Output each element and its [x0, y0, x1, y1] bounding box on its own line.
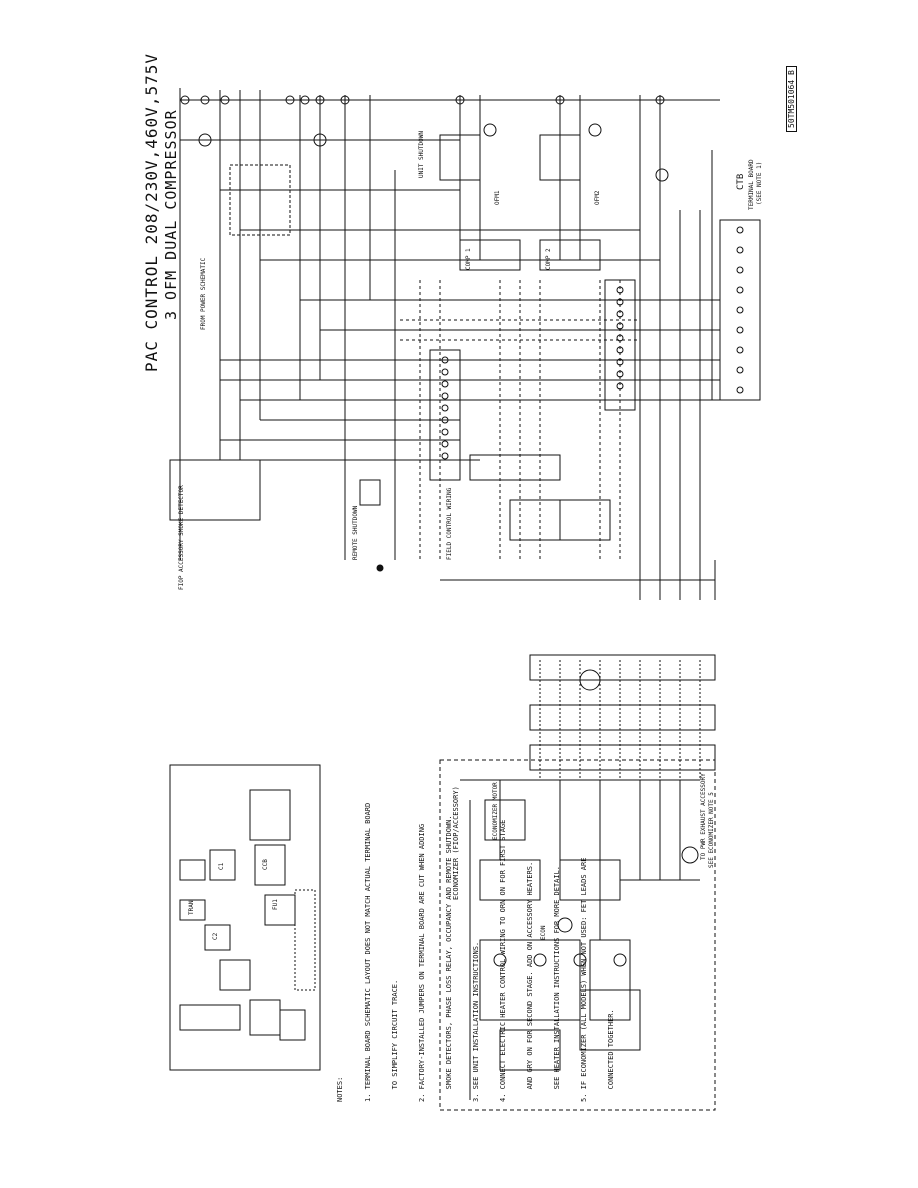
- note-line: SEE HEATER INSTALLATION INSTRUCTIONS FOR…: [553, 865, 561, 1102]
- econ-board-label: ECON: [540, 925, 547, 940]
- power-exhaust-label: TO PWR EXHAUST ACCESSORY: [700, 773, 707, 860]
- notes-heading: NOTES:: [336, 1076, 344, 1102]
- note-line: 5. IF ECONOMIZER (ALL MODELS) WHEN NOT U…: [580, 857, 588, 1102]
- ccb-label: CCB: [262, 859, 269, 870]
- field-control-label: FIELD CONTROL WIRING: [446, 487, 453, 560]
- comp2-label: COMP 2: [545, 248, 552, 270]
- diagram-title-line1: PAC CONTROL 208/230V,460V,575V: [142, 53, 161, 372]
- c2-label: C2: [212, 932, 219, 940]
- ctb-sub-label: TERMINAL BOARD: [748, 159, 755, 210]
- econ-note-label: SEE ECONOMIZER NOTE 5: [708, 792, 715, 868]
- note-line: TO SIMPLIFY CIRCUIT TRACE.: [391, 979, 399, 1102]
- ofm2-label: OFM2: [594, 190, 601, 205]
- economizer-label: ECONOMIZER (FIOP/ACCESSORY): [452, 786, 460, 900]
- ofm1-label: OFM1: [494, 190, 501, 205]
- note-line: 4. CONNECT ELECTRIC HEATER CONTROL WIRIN…: [499, 819, 507, 1102]
- ctb-label: CTB: [736, 173, 746, 190]
- smoke-detector-label: FIOP ACCESSORY SMOKE DETECTOR: [178, 485, 185, 590]
- note-line: 1. TERMINAL BOARD SCHEMATIC LAYOUT DOES …: [364, 802, 372, 1102]
- from-power-label: FROM POWER SCHEMATIC: [200, 257, 207, 330]
- remote-shutdown-label: REMOTE SHUTDOWN: [352, 505, 359, 560]
- tran-label: TRAN: [188, 900, 195, 915]
- unit-shutdown-label: UNIT SHUTDOWN: [418, 131, 425, 178]
- note-line: 3. SEE UNIT INSTALLATION INSTRUCTIONS.: [472, 941, 480, 1102]
- document-number: 50TM501064 B: [786, 66, 797, 132]
- note-line: CONNECTED TOGETHER.: [607, 1009, 615, 1102]
- comp1-label: COMP 1: [465, 248, 472, 270]
- notes-list: 1. TERMINAL BOARD SCHEMATIC LAYOUT DOES …: [346, 803, 625, 1102]
- note-line: AND GRY ON FOR SECOND STAGE. ADD ON ACCE…: [526, 861, 534, 1102]
- c1-label: C1: [218, 862, 225, 870]
- note-line: 2. FACTORY-INSTALLED JUMPERS ON TERMINAL…: [418, 823, 426, 1102]
- fu1-label: FU1: [272, 899, 279, 910]
- economizer-motor-label: ECONOMIZER MOTOR: [492, 782, 499, 840]
- diagram-title-line2: 3 OFM DUAL COMPRESSOR: [162, 109, 180, 320]
- ctb-note-label: (SEE NOTE 1): [756, 161, 763, 205]
